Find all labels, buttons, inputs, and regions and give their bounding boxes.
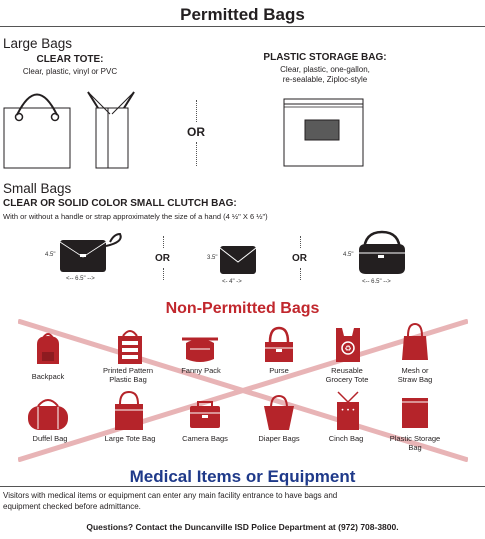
small-bags-heading: Small Bags	[3, 181, 72, 196]
grocery-tote-icon: ♻	[336, 328, 360, 362]
np-label-purse: Purse	[269, 366, 289, 375]
clutch-desc: With or without a handle or strap approx…	[3, 212, 268, 221]
purse-icon	[265, 326, 293, 362]
plastic-bag-desc-2: re-sealable, Ziploc-style	[282, 75, 368, 84]
dotted-separator	[196, 142, 197, 166]
straw-bag-icon	[402, 322, 428, 360]
large-tote-icon	[115, 390, 143, 430]
medical-text-1: Visitors with medical items or equipment…	[3, 491, 338, 500]
clutch-bag-icon	[59, 232, 122, 272]
dotted-separator	[300, 236, 301, 248]
dotted-separator	[196, 100, 197, 122]
round-clutch-icon	[359, 230, 405, 274]
page-title: Permitted Bags	[180, 5, 305, 24]
np-label-fanny-pack: Fanny Pack	[181, 366, 221, 375]
clear-tote-icon	[3, 93, 71, 169]
cinch-bag-icon: • • •	[337, 391, 359, 430]
clear-tote-title: CLEAR TOTE:	[36, 54, 104, 65]
np-label-diaper-bags: Diaper Bags	[258, 434, 300, 443]
dotted-separator	[163, 268, 164, 280]
dim-height-2: 3.5"	[207, 255, 218, 261]
np-label-camera-bags: Camera Bags	[182, 434, 228, 443]
printed-plastic-bag-icon	[118, 330, 142, 364]
np-label-cinch-bag: Cinch Bag	[328, 434, 364, 443]
dim-height-1: 4.5"	[45, 252, 56, 258]
np-label-backpack: Backpack	[31, 372, 65, 381]
medical-divider	[0, 486, 485, 487]
plastic-storage-bag-icon	[283, 98, 364, 167]
np-label-duffel: Duffel Bag	[32, 434, 68, 443]
dim-width-1: <-- 6.5" -->	[66, 276, 95, 282]
dim-height-3: 4.5"	[343, 252, 354, 258]
dim-width-2: <- 4" ->	[222, 279, 242, 285]
dim-width-3: <-- 6.5" -->	[362, 279, 391, 285]
svg-text:♻: ♻	[344, 344, 351, 353]
plastic-bag-title: PLASTIC STORAGE BAG:	[263, 52, 387, 63]
dotted-separator	[300, 268, 301, 280]
np-label-large-tote: Large Tote Bag	[104, 434, 156, 443]
dotted-separator	[163, 236, 164, 248]
contact-text: Questions? Contact the Duncanville ISD P…	[86, 522, 399, 532]
title-divider	[0, 26, 485, 27]
large-bags-heading: Large Bags	[3, 36, 73, 51]
svg-text:• • •: • • •	[341, 407, 355, 414]
or-label-small-1: OR	[155, 253, 170, 264]
non-permitted-title: Non-Permitted Bags	[165, 300, 320, 317]
prohibited-x-mark	[18, 319, 468, 462]
camera-bag-icon	[190, 401, 220, 428]
duffel-bag-icon	[28, 399, 68, 430]
medical-title: Medical Items or Equipment	[129, 467, 356, 486]
diaper-bag-icon	[264, 394, 294, 430]
or-label-large: OR	[187, 125, 205, 139]
clear-tote-desc: Clear, plastic, vinyl or PVC	[22, 67, 118, 76]
clear-tote-side-icon	[87, 91, 135, 169]
medical-text-2: equipment checked before admittance.	[3, 502, 141, 511]
clutch-title: CLEAR OR SOLID COLOR SMALL CLUTCH BAG:	[3, 198, 237, 209]
backpack-icon	[37, 333, 59, 364]
or-label-small-2: OR	[292, 253, 307, 264]
plastic-storage-bag-red-icon	[402, 398, 428, 428]
small-clutch-icon	[219, 246, 257, 274]
plastic-bag-desc-1: Clear, plastic, one-gallon,	[280, 65, 370, 74]
fanny-pack-icon	[182, 337, 218, 362]
